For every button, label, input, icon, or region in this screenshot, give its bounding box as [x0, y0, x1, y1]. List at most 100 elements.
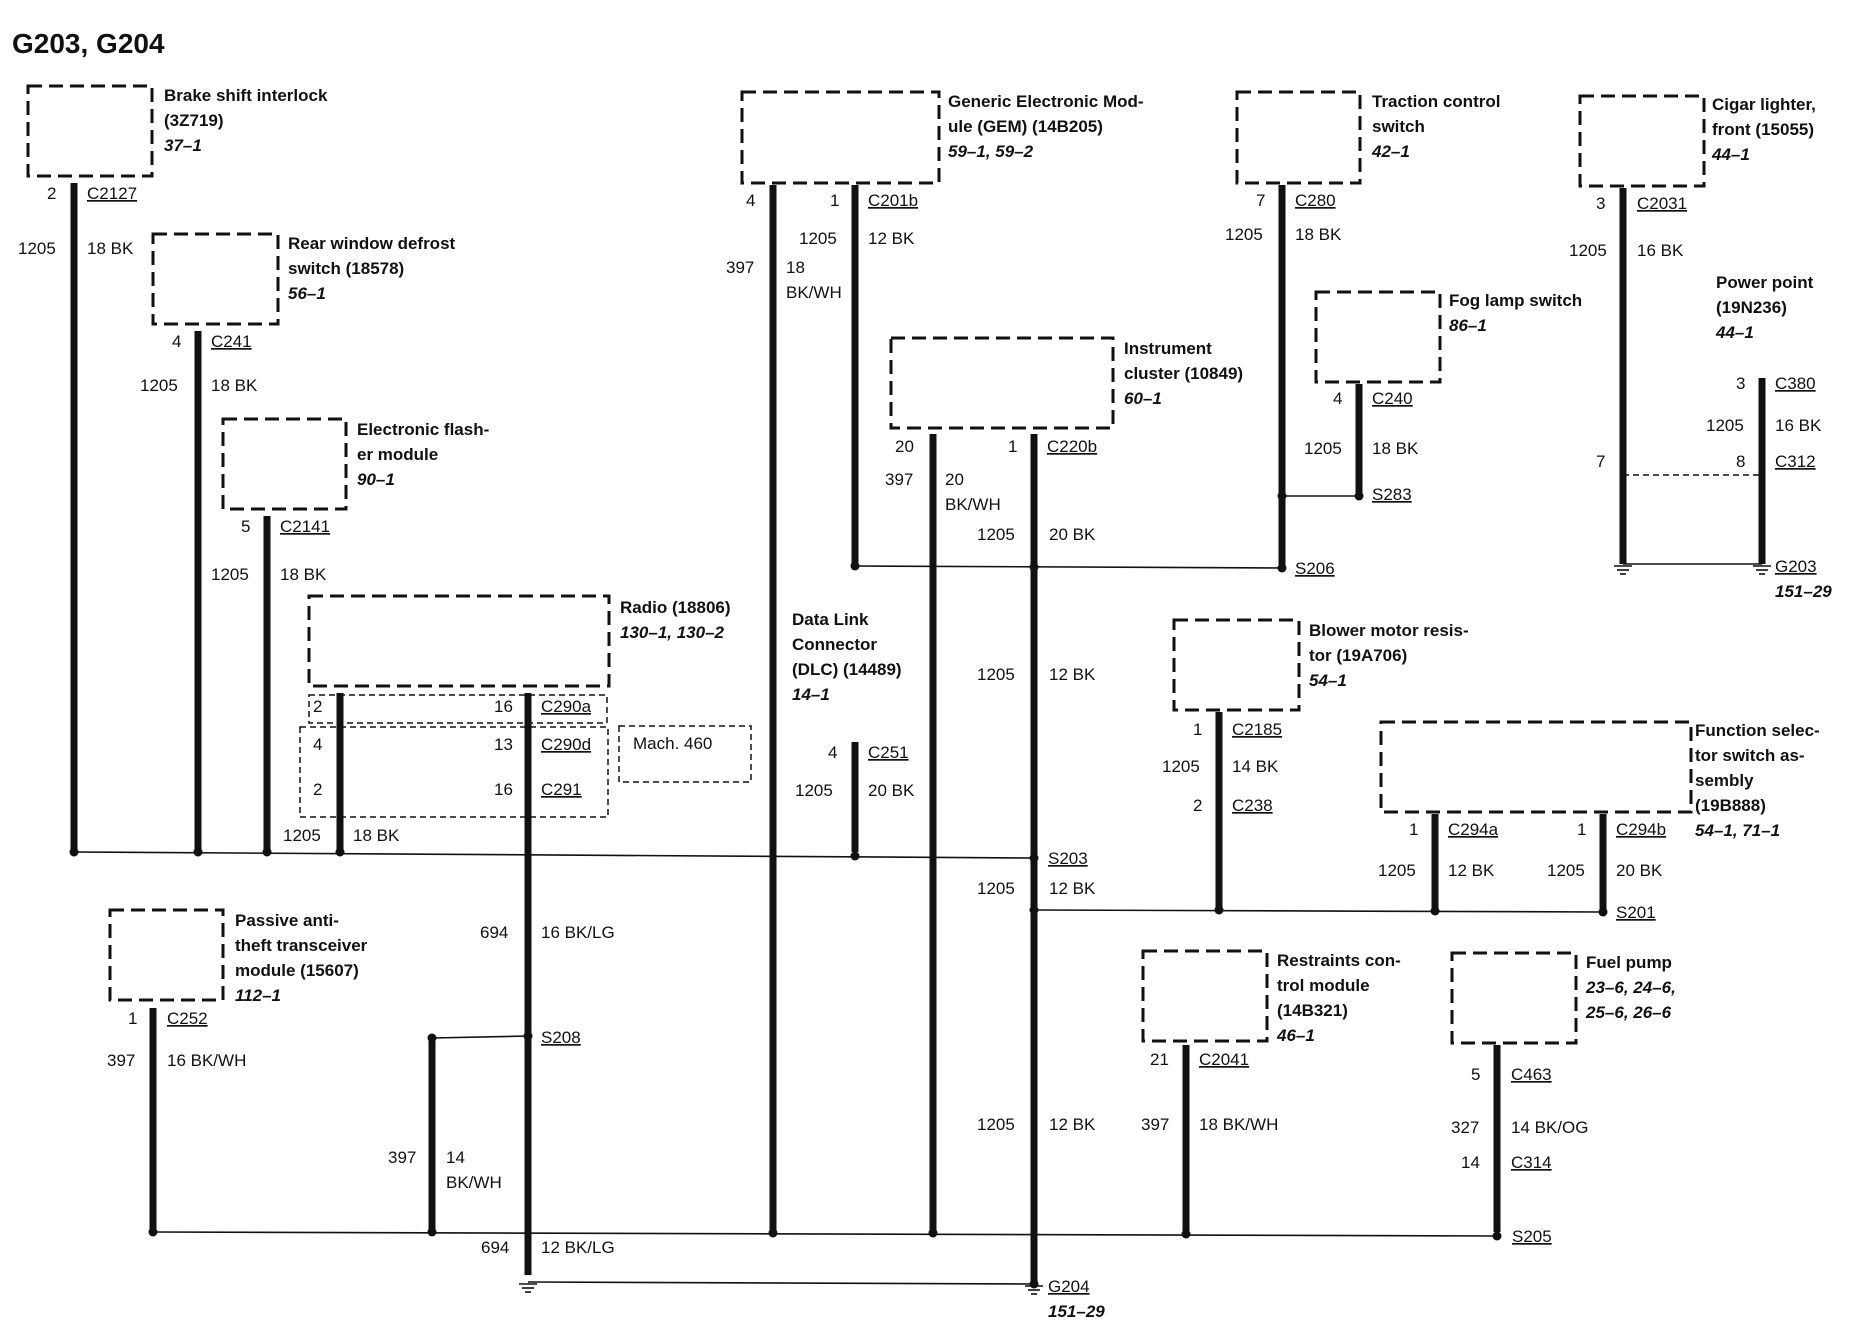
svg-text:Generic Electronic Mod-: Generic Electronic Mod- [948, 92, 1144, 111]
svg-text:4: 4 [746, 191, 755, 210]
radio-connector-box-upper [308, 694, 608, 724]
svg-text:16: 16 [494, 697, 513, 716]
svg-text:18 BK: 18 BK [353, 826, 400, 845]
svg-text:1205: 1205 [977, 1115, 1015, 1134]
svg-text:44–1: 44–1 [1715, 323, 1754, 342]
svg-text:1205: 1205 [1378, 861, 1416, 880]
svg-text:4: 4 [828, 743, 837, 762]
svg-text:(DLC) (14489): (DLC) (14489) [792, 660, 902, 679]
svg-text:C2041: C2041 [1199, 1050, 1249, 1069]
instrument-cluster-box [889, 336, 1115, 430]
svg-text:C252: C252 [167, 1009, 208, 1028]
svg-text:Radio (18806): Radio (18806) [620, 598, 731, 617]
svg-text:14–1: 14–1 [792, 685, 830, 704]
fog-lamp-switch-box [1314, 290, 1442, 384]
svg-text:Electronic flash-: Electronic flash- [357, 420, 489, 439]
svg-text:12 BK: 12 BK [868, 229, 915, 248]
svg-text:C280: C280 [1295, 191, 1336, 210]
svg-text:1205: 1205 [977, 879, 1015, 898]
svg-text:Function selec-: Function selec- [1695, 721, 1820, 740]
svg-text:151–29: 151–29 [1048, 1302, 1105, 1321]
svg-text:C2127: C2127 [87, 184, 137, 203]
pats-module-box [108, 908, 225, 1002]
svg-text:Instrument: Instrument [1124, 339, 1212, 358]
svg-text:2: 2 [313, 697, 322, 716]
svg-text:54–1: 54–1 [1309, 671, 1347, 690]
bus-s205 [152, 1231, 1498, 1237]
svg-text:S201: S201 [1616, 903, 1656, 922]
svg-text:4: 4 [172, 332, 181, 351]
bus-s201 [1033, 909, 1604, 913]
svg-text:18 BK: 18 BK [211, 376, 258, 395]
radio-box [307, 594, 611, 688]
traction-control-label: Traction control switch 42–1 [1371, 92, 1500, 161]
connector-labels: C2127 C241 C2141 C290a C290d C291 C252 C… [87, 184, 1816, 1172]
svg-text:C294a: C294a [1448, 820, 1499, 839]
svg-text:5: 5 [1471, 1065, 1480, 1084]
rear-window-defrost-box [151, 232, 280, 326]
svg-text:er module: er module [357, 445, 438, 464]
electronic-flasher-label: Electronic flash- er module 90–1 [357, 420, 489, 489]
svg-text:1: 1 [1193, 720, 1202, 739]
svg-text:Power point: Power point [1716, 273, 1814, 292]
svg-text:Restraints con-: Restraints con- [1277, 951, 1401, 970]
svg-text:8: 8 [1736, 452, 1745, 471]
svg-text:694: 694 [480, 923, 508, 942]
svg-text:1205: 1205 [18, 239, 56, 258]
svg-text:Passive anti-: Passive anti- [235, 911, 339, 930]
mach-460-label: Mach. 460 [633, 734, 712, 753]
svg-text:7: 7 [1596, 452, 1605, 471]
svg-text:front (15055): front (15055) [1712, 120, 1814, 139]
svg-text:1: 1 [1008, 437, 1017, 456]
svg-text:2: 2 [47, 184, 56, 203]
svg-text:16 BK: 16 BK [1775, 416, 1822, 435]
function-selector-box [1379, 720, 1693, 814]
svg-text:1: 1 [1409, 820, 1418, 839]
svg-text:60–1: 60–1 [1124, 389, 1162, 408]
svg-text:16: 16 [494, 780, 513, 799]
svg-text:18 BK: 18 BK [1295, 225, 1342, 244]
svg-text:Brake shift interlock: Brake shift interlock [164, 86, 328, 105]
mach-460-box [618, 725, 752, 783]
svg-text:20 BK: 20 BK [1616, 861, 1663, 880]
svg-text:1205: 1205 [799, 229, 837, 248]
svg-text:tor switch as-: tor switch as- [1695, 746, 1805, 765]
svg-text:module (15607): module (15607) [235, 961, 359, 980]
radio-connector-box-lower [299, 726, 609, 818]
svg-text:Fuel pump: Fuel pump [1586, 953, 1672, 972]
svg-text:C238: C238 [1232, 796, 1273, 815]
svg-text:C463: C463 [1511, 1065, 1552, 1084]
svg-text:Traction control: Traction control [1372, 92, 1500, 111]
svg-text:1205: 1205 [1569, 241, 1607, 260]
svg-text:16 BK: 16 BK [1637, 241, 1684, 260]
svg-text:20 BK: 20 BK [1049, 525, 1096, 544]
svg-text:1205: 1205 [977, 665, 1015, 684]
svg-text:1205: 1205 [140, 376, 178, 395]
gem-box [740, 90, 941, 185]
svg-text:1205: 1205 [283, 826, 321, 845]
bus-s203 [73, 851, 1035, 859]
svg-text:1: 1 [830, 191, 839, 210]
svg-text:12 BK: 12 BK [1049, 665, 1096, 684]
svg-text:C294b: C294b [1616, 820, 1666, 839]
traction-control-box [1235, 90, 1362, 185]
svg-text:C2185: C2185 [1232, 720, 1282, 739]
svg-text:ule (GEM) (14B205): ule (GEM) (14B205) [948, 117, 1103, 136]
svg-text:59–1, 59–2: 59–1, 59–2 [948, 142, 1034, 161]
svg-text:12 BK: 12 BK [1049, 879, 1096, 898]
svg-text:Blower motor resis-: Blower motor resis- [1309, 621, 1469, 640]
bus-s206 [854, 565, 1283, 569]
svg-text:4: 4 [1333, 389, 1342, 408]
svg-text:694: 694 [481, 1238, 509, 1257]
svg-text:C290d: C290d [541, 735, 591, 754]
blower-motor-resistor-label: Blower motor resis- tor (19A706) 54–1 [1309, 621, 1469, 690]
brake-shift-interlock-label: Brake shift interlock (3Z719) 37–1 [164, 86, 328, 155]
svg-text:20: 20 [945, 470, 964, 489]
svg-text:21: 21 [1150, 1050, 1169, 1069]
svg-text:18 BK: 18 BK [1372, 439, 1419, 458]
svg-text:1: 1 [128, 1009, 137, 1028]
rear-window-defrost-label: Rear window defrost switch (18578) 56–1 [288, 234, 456, 303]
svg-text:theft transceiver: theft transceiver [235, 936, 368, 955]
svg-text:12 BK: 12 BK [1049, 1115, 1096, 1134]
